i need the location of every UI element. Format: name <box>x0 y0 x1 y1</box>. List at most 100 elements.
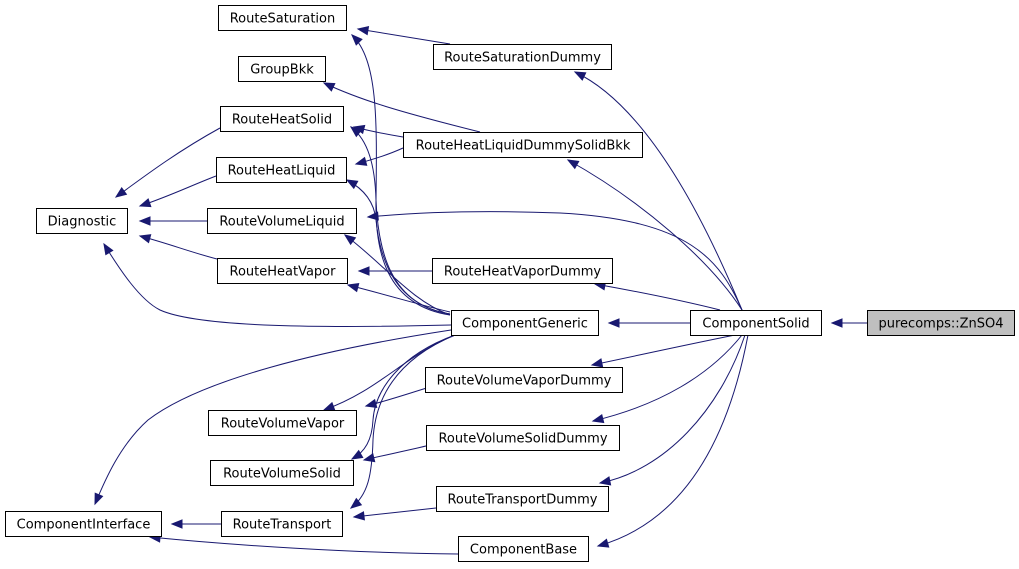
edge-rhld-to-rhl <box>354 147 404 166</box>
arrowhead <box>138 198 152 208</box>
node-rt[interactable]: RouteTransport <box>221 511 343 537</box>
inheritance-edge <box>346 179 451 315</box>
node-box[interactable] <box>220 106 344 132</box>
node-box[interactable] <box>690 310 822 336</box>
node-box[interactable] <box>221 511 343 537</box>
arrowhead <box>362 452 376 463</box>
inheritance-edge <box>94 329 452 505</box>
inheritance-edge <box>357 28 451 45</box>
node-rhs[interactable]: RouteHeatSolid <box>220 106 344 132</box>
edge-rvsd-to-rvs <box>362 444 431 463</box>
node-box[interactable] <box>425 367 623 393</box>
node-box[interactable] <box>36 208 128 234</box>
edge-solid-to-generic <box>607 318 690 328</box>
inheritance-edge <box>351 334 456 460</box>
node-label: RouteHeatVaporDummy <box>444 265 602 280</box>
inheritance-edge <box>139 235 218 260</box>
node-label: ComponentInterface <box>17 518 151 533</box>
node-rvs[interactable]: RouteVolumeSolid <box>210 460 354 486</box>
node-box[interactable] <box>216 157 347 183</box>
node-label: ComponentGeneric <box>462 317 588 332</box>
node-rhl[interactable]: RouteHeatLiquid <box>216 157 347 183</box>
node-rhld[interactable]: RouteHeatLiquidDummySolidBkk <box>403 132 643 158</box>
edge-rhvd-to-rhv <box>357 266 432 276</box>
node-box[interactable] <box>451 310 599 336</box>
edge-solid-to-rvvd <box>590 334 736 368</box>
node-box[interactable] <box>207 208 357 234</box>
node-rhv[interactable]: RouteHeatVapor <box>217 258 348 284</box>
node-box[interactable] <box>208 410 357 436</box>
node-box[interactable] <box>436 486 609 512</box>
arrowhead <box>573 71 587 81</box>
node-ci[interactable]: ComponentInterface <box>5 511 162 537</box>
arrowhead <box>170 519 183 529</box>
node-label: purecomps::ZnSO4 <box>879 317 1004 332</box>
nodes-layer: purecomps::ZnSO4 ComponentSolid ComponentG… <box>5 5 1015 562</box>
node-box[interactable] <box>238 56 326 82</box>
node-label: RouteVolumeLiquid <box>219 215 344 230</box>
arrowhead <box>830 318 843 328</box>
arrowhead <box>138 216 151 226</box>
node-box[interactable] <box>458 536 589 562</box>
arrowhead <box>346 283 360 293</box>
edge-generic-to-rt <box>349 334 456 509</box>
edge-generic-to-rvs <box>350 334 456 460</box>
edge-rvvd-to-rvv <box>364 386 431 408</box>
node-rhvd[interactable]: RouteHeatVaporDummy <box>432 258 613 284</box>
node-box[interactable] <box>217 258 348 284</box>
arrowhead <box>356 26 370 36</box>
node-rvv[interactable]: RouteVolumeVapor <box>208 410 357 436</box>
inheritance-edge <box>103 243 452 327</box>
node-box[interactable] <box>433 44 612 70</box>
node-solid[interactable]: ComponentSolid <box>690 310 822 336</box>
node-rvsd[interactable]: RouteVolumeSolidDummy <box>426 425 620 451</box>
node-label: RouteVolumeVaporDummy <box>437 374 612 389</box>
arrowhead <box>322 401 336 411</box>
node-rsd[interactable]: RouteSaturationDummy <box>433 44 612 70</box>
arrowhead <box>351 34 363 46</box>
inheritance-edge <box>139 175 217 207</box>
inheritance-edge <box>350 334 456 509</box>
node-zn[interactable]: purecomps::ZnSO4 <box>867 310 1015 336</box>
node-box[interactable] <box>5 511 162 537</box>
inheritance-edge <box>367 211 743 311</box>
node-generic[interactable]: ComponentGeneric <box>451 310 599 336</box>
arrowhead <box>343 234 357 246</box>
node-gb[interactable]: GroupBkk <box>238 56 326 82</box>
node-diag[interactable]: Diagnostic <box>36 208 128 234</box>
node-label: RouteHeatVapor <box>230 265 337 280</box>
arrowhead <box>352 124 366 135</box>
node-box[interactable] <box>432 258 613 284</box>
node-base[interactable]: ComponentBase <box>458 536 589 562</box>
edge-solid-to-rsd <box>573 71 743 311</box>
node-box[interactable] <box>403 132 643 158</box>
node-rvl[interactable]: RouteVolumeLiquid <box>207 208 357 234</box>
node-label: Diagnostic <box>48 215 117 230</box>
node-label: RouteTransportDummy <box>447 493 597 508</box>
edge-solid-to-rhld <box>566 159 743 311</box>
arrowhead <box>350 449 364 460</box>
node-box[interactable] <box>210 460 354 486</box>
node-box[interactable] <box>218 5 347 31</box>
node-rvvd[interactable]: RouteVolumeVaporDummy <box>425 367 623 393</box>
node-label: RouteTransport <box>233 518 332 533</box>
edge-generic-to-diag <box>103 242 452 327</box>
edge-rvl-to-diag <box>138 216 207 226</box>
node-label: RouteHeatLiquid <box>228 164 336 179</box>
node-rtd[interactable]: RouteTransportDummy <box>436 486 609 512</box>
node-box[interactable] <box>867 310 1015 336</box>
arrowhead <box>352 511 365 521</box>
node-label: RouteSaturation <box>230 12 336 27</box>
arrowhead <box>598 476 612 486</box>
inheritance-edge <box>592 334 743 422</box>
node-box[interactable] <box>426 425 620 451</box>
node-label: ComponentBase <box>470 543 577 558</box>
edge-generic-to-rhv <box>346 283 451 313</box>
edge-rhld-to-rhs <box>352 124 404 138</box>
node-rs[interactable]: RouteSaturation <box>218 5 347 31</box>
edge-generic-to-rhl <box>345 179 451 315</box>
edges-layer <box>94 26 867 555</box>
inheritance-edge <box>567 159 743 311</box>
